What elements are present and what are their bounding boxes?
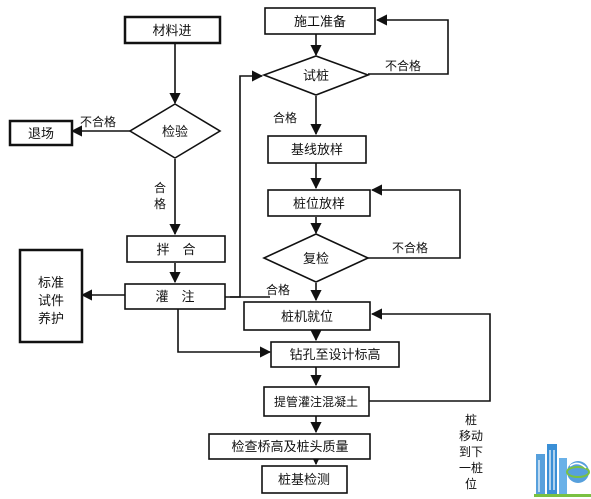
decision-recheck: 复检 [262, 233, 370, 283]
label-fail-trial: 不合格 [385, 58, 421, 73]
node-lift-pipe-pour: 提管灌注混凝土 [263, 386, 370, 417]
node-standard-cure-line-1: 标准 [38, 276, 64, 291]
node-pile-layout-label: 桩位放样 [293, 197, 345, 212]
decision-trial-pile-label: 试桩 [303, 69, 329, 84]
label-pass-inspect-1: 合 [154, 180, 166, 195]
label-pass-inspect-2: 格 [154, 196, 166, 211]
node-standard-cure: 标准 试件 养护 [18, 248, 84, 344]
node-lift-pipe-pour-label: 提管灌注混凝土 [274, 394, 358, 409]
node-pile-testing: 桩基检测 [261, 465, 348, 494]
node-drill-to-elevation: 钻孔至设计标高 [270, 341, 400, 368]
node-rig-in-place-label: 桩机就位 [281, 310, 333, 325]
node-baseline-layout-label: 基线放样 [291, 143, 343, 158]
decision-recheck-label: 复检 [303, 252, 329, 267]
node-standard-cure-line-2: 试件 [38, 294, 64, 309]
side-note-move-pile: 桩 移动 到下 一桩 位 [448, 412, 494, 492]
node-mixing: 拌 合 [126, 235, 226, 263]
node-reject-site: 退场 [8, 119, 74, 147]
label-pass-recheck: 合格 [266, 282, 290, 297]
node-reject-site-label: 退场 [28, 127, 54, 142]
side-note-line-1: 桩 [464, 413, 477, 427]
label-pass-trial: 合格 [273, 110, 297, 125]
node-check-quality-label: 检查桥高及桩头质量 [231, 439, 348, 455]
connectors [70, 14, 491, 466]
node-construction-prep-label: 施工准备 [294, 14, 346, 30]
side-note-line-2: 移动 [458, 429, 483, 443]
label-fail-inspect: 不合格 [80, 114, 116, 129]
node-baseline-layout: 基线放样 [267, 135, 367, 164]
side-note-line-4: 一桩 [458, 461, 483, 475]
decision-inspect: 检验 [128, 103, 222, 159]
decision-inspect-label: 检验 [162, 124, 188, 140]
node-pouring-label: 灌 注 [155, 290, 194, 305]
node-standard-cure-line-3: 养护 [38, 311, 64, 327]
node-check-quality: 检查桥高及桩头质量 [208, 433, 371, 460]
building-globe-logo-icon [534, 444, 591, 497]
node-pile-testing-label: 桩基检测 [278, 473, 330, 488]
node-material-in: 材料进 [123, 15, 222, 45]
node-mixing-label: 拌 合 [156, 243, 195, 258]
node-drill-to-elevation-label: 钻孔至设计标高 [289, 347, 380, 363]
node-pouring: 灌 注 [124, 283, 226, 310]
label-fail-recheck: 不合格 [392, 240, 428, 255]
side-note-line-3: 到下 [458, 445, 483, 459]
node-construction-prep: 施工准备 [264, 7, 376, 35]
node-rig-in-place: 桩机就位 [243, 301, 371, 331]
side-note-line-5: 位 [464, 477, 477, 491]
node-material-in-label: 材料进 [152, 24, 191, 39]
decision-trial-pile: 试桩 [261, 55, 371, 96]
node-pile-layout: 桩位放样 [267, 189, 371, 217]
